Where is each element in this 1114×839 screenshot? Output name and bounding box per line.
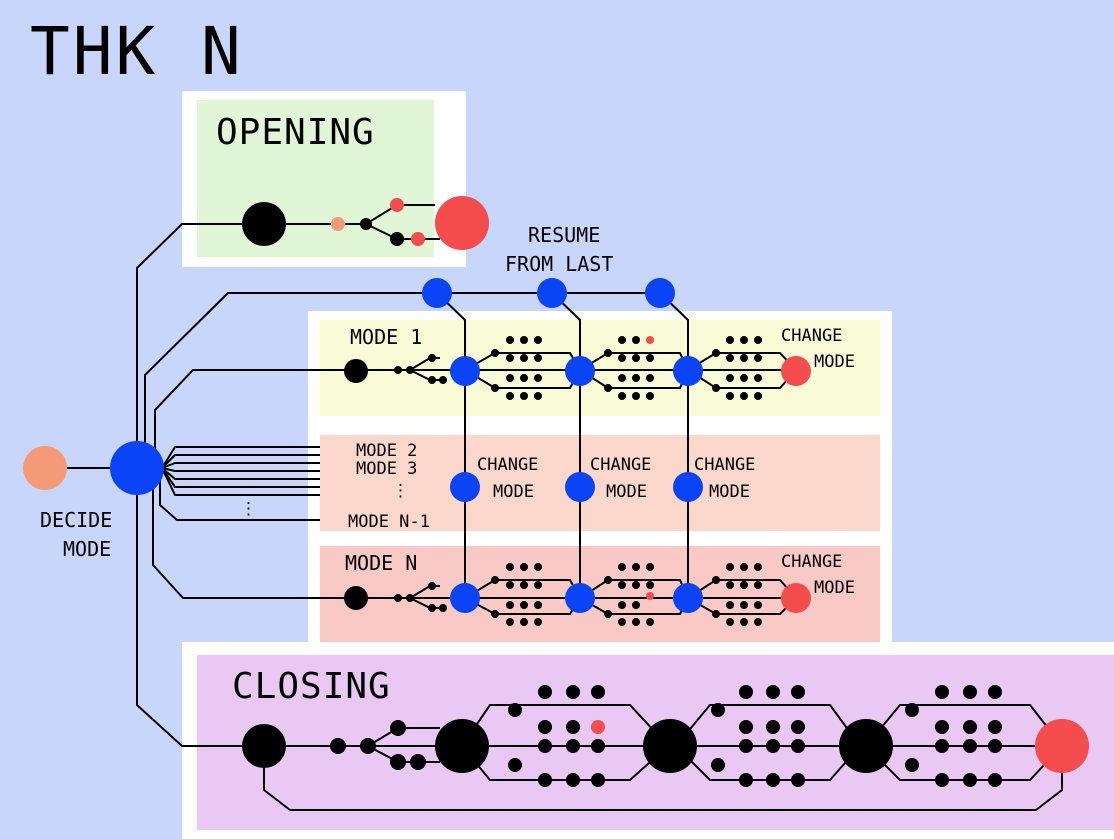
decide-mode-label: MODE [63,537,111,561]
change-mode-label-n: MODE [814,578,855,598]
mode1-dot [394,366,402,374]
closing-start-node [242,724,286,768]
mode-ellipsis: ⋮ [392,481,409,501]
change-label-mid2: CHANGE [590,455,651,475]
opening-red-small [390,198,404,212]
change-label-n: CHANGE [781,552,842,572]
opening-label: OPENING [216,112,375,153]
opening-branch-node [360,218,372,230]
modeN-dot [428,604,436,612]
closing-dot [390,720,406,736]
small-ellipsis: ⋮ [240,499,257,519]
modeN-dot [439,604,447,612]
mode1-red-dot [646,336,654,344]
opening-panel [197,100,434,257]
opening-end-node [435,196,489,250]
mid-blue-1 [450,472,480,502]
resume-node-3 [645,278,675,308]
closing-dot [360,738,376,754]
mode1-dot [439,376,447,384]
change-label-mid1: CHANGE [477,455,538,475]
modeN-dot [406,594,414,602]
modeN-end-node [781,583,811,613]
page-title: THK N [30,13,244,90]
opening-black-small [390,232,404,246]
mid-blue-3 [673,472,703,502]
closing-dot [390,754,406,770]
opening-red-small2 [411,232,425,246]
closing-dot [410,754,426,770]
closing-dot-grid [508,685,1002,787]
closing-big-node-2 [643,719,697,773]
modeN-blue-3 [673,583,703,613]
change-mode-label-mid3: MODE [709,482,750,502]
change-label-m1: CHANGE [781,326,842,346]
resume-node-2 [537,278,567,308]
mode1-label: MODE 1 [350,325,422,349]
change-mode-label-mid1: MODE [493,482,534,502]
closing-red-dot [591,720,605,734]
closing-big-node-1 [435,719,489,773]
closing-dot [330,738,346,754]
mode1-dot-grid [491,336,762,400]
mode1-blue-1 [450,356,480,386]
closing-end-node [1035,719,1089,773]
resume-label-line2: FROM LAST [505,252,613,276]
modeN-blue-2 [565,583,595,613]
mode1-start-node [344,359,368,383]
closing-big-node-3 [839,719,893,773]
closing-label: CLOSING [232,666,391,707]
decide-label: DECIDE [40,508,112,532]
mode1-end-node [781,356,811,386]
mode1-blue-2 [565,356,595,386]
modeN-label: MODE N [345,551,417,575]
mode3-label: MODE 3 [356,459,417,479]
mid-blue-2 [565,472,595,502]
modeN-dot [394,594,402,602]
resume-node-1 [422,278,452,308]
resume-label-line1: RESUME [528,223,600,247]
mode1-blue-3 [673,356,703,386]
mode-n-minus-1-label: MODE N-1 [348,512,430,532]
mode2-label: MODE 2 [356,441,417,461]
modeN-start-node [344,586,368,610]
modeN-dot [428,582,436,590]
nodes [23,196,1089,787]
mode1-dot [428,354,436,362]
start-node [23,446,67,490]
middle-modes-panel [320,435,880,531]
opening-start-node [242,202,286,246]
mode1-dot [428,376,436,384]
decide-mode-node [110,441,164,495]
change-label-mid3: CHANGE [694,455,755,475]
opening-small-node [331,217,345,231]
mode1-dot [406,366,414,374]
modeN-red-dot [646,592,654,600]
modeN-dot-grid [491,563,762,626]
modeN-blue-1 [450,583,480,613]
change-mode-label-m1: MODE [814,352,855,372]
change-mode-label-mid2: MODE [606,482,647,502]
